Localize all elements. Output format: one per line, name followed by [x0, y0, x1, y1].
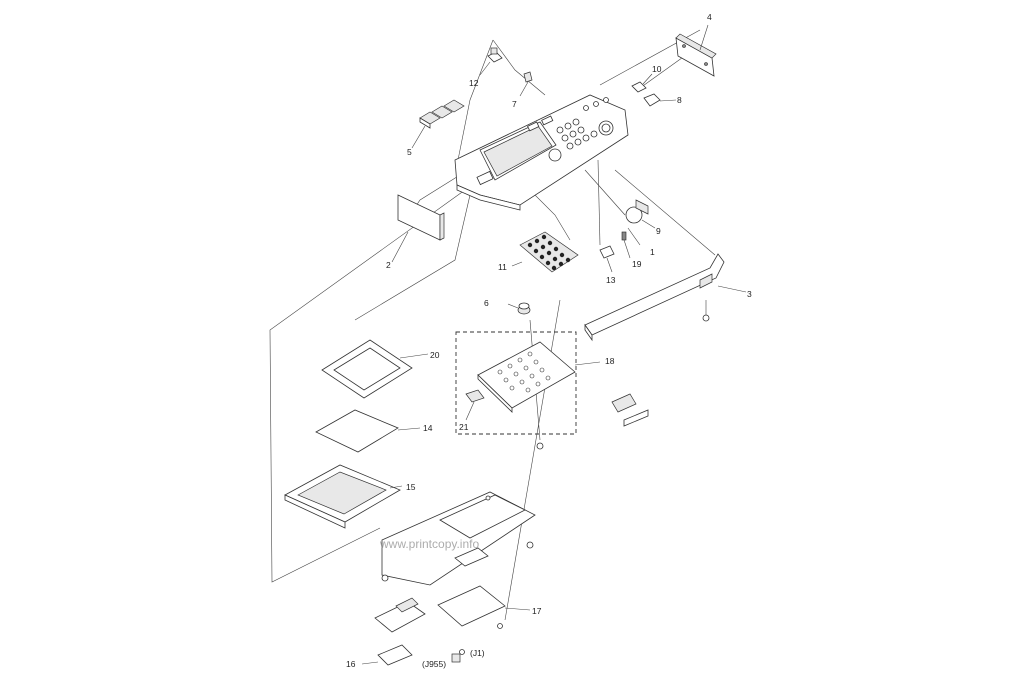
bottom-chassis: [381, 491, 536, 586]
callout-j955: (J955): [422, 659, 446, 669]
part-1-shaft: [627, 227, 641, 246]
callout-18: 18: [605, 356, 615, 366]
callout-2: 2: [386, 260, 391, 270]
part-5-key-tops: [411, 99, 465, 149]
callout-7: 7: [512, 99, 517, 109]
callout-labels: 4 12 7 10 8 5 2 9 1 19 11 13 3 6 20 18 1…: [346, 12, 752, 669]
callout-4: 4: [707, 12, 712, 22]
callout-20: 20: [430, 350, 440, 360]
callout-9: 9: [656, 226, 661, 236]
control-panel-housing: [454, 94, 629, 211]
callout-16: 16: [346, 659, 356, 669]
callout-14: 14: [423, 423, 433, 433]
callout-10: 10: [652, 64, 662, 74]
part-18-board-group: [455, 331, 601, 435]
part-17-cover: [437, 585, 531, 629]
callout-1: 1: [650, 247, 655, 257]
part-14-sheet: [315, 409, 421, 453]
callout-j1: (J1): [470, 648, 485, 658]
part-13-connector: [599, 245, 615, 273]
part-19-pin: [621, 231, 631, 259]
keypad-buttons: [548, 97, 614, 162]
callout-5: 5: [407, 147, 412, 157]
part-20-frame: [321, 339, 429, 399]
callout-6: 6: [484, 298, 489, 308]
callout-15: 15: [406, 482, 416, 492]
connector-assembly: [536, 393, 649, 450]
callout-19: 19: [632, 259, 642, 269]
callout-3: 3: [747, 289, 752, 299]
callout-12: 12: [469, 78, 479, 88]
part-12-clip: [479, 47, 503, 76]
callout-8: 8: [677, 95, 682, 105]
part-10-latch: [631, 73, 653, 93]
part-6-knob: [507, 302, 531, 315]
part-16-bracket: [361, 597, 426, 666]
part-3-side-cover: [584, 253, 747, 342]
part-15-lcd-panel: [284, 464, 403, 529]
part-9-knob-assembly: [625, 199, 656, 229]
part-8-latch: [643, 93, 677, 107]
part-4-bracket: [675, 24, 717, 77]
watermark-text: www.printcopy.info: [379, 537, 479, 551]
callout-11: 11: [498, 262, 507, 272]
part-2-cover-plate: [391, 194, 445, 263]
callout-13: 13: [606, 275, 616, 285]
part-21-flex: [465, 389, 485, 421]
callout-21: 21: [459, 422, 469, 432]
part-11-rubber-keypad: [511, 231, 579, 273]
part-7-screw: [519, 71, 533, 97]
callout-17: 17: [532, 606, 542, 616]
cable-connector-j955: [451, 649, 465, 663]
